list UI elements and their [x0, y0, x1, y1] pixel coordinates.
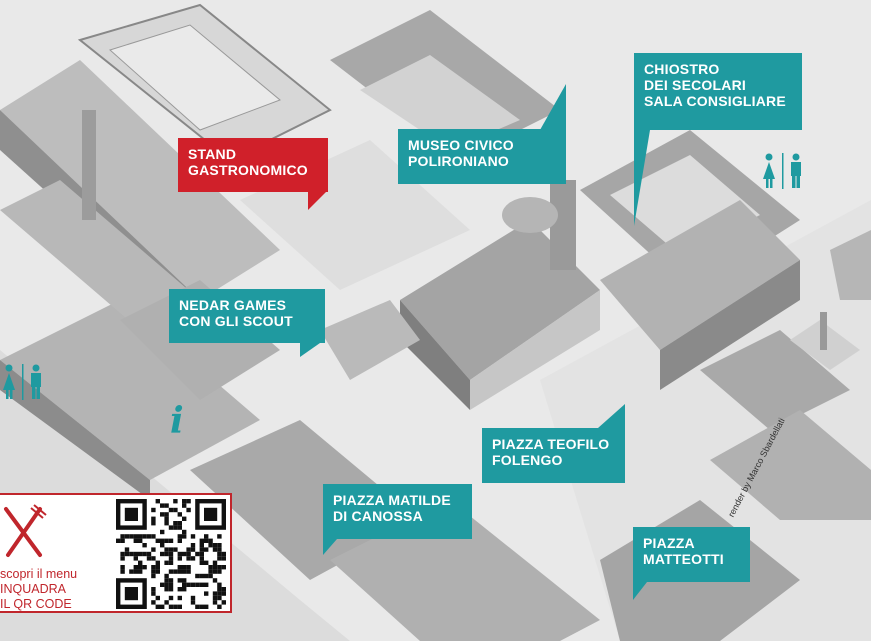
qr-code-icon[interactable]: [116, 499, 226, 609]
callout-line: CHIOSTRO: [644, 61, 720, 77]
callout-pointer: [308, 192, 326, 210]
callout-pointer: [540, 84, 566, 130]
callout-museo-civico[interactable]: MUSEO CIVICO POLIRONIANO: [398, 129, 566, 184]
callout-line: SALA CONSIGLIARE: [644, 93, 786, 109]
callout-piazza-teofilo[interactable]: PIAZZA TEOFILO FOLENGO: [482, 428, 625, 483]
callout-line: DEI SECOLARI: [644, 77, 746, 93]
qr-panel-line: INQUADRA: [0, 582, 66, 596]
restroom-icon[interactable]: [760, 153, 806, 189]
callout-line: POLIRONIANO: [408, 153, 509, 169]
callout-chiostro[interactable]: CHIOSTRO DEI SECOLARI SALA CONSIGLIARE: [634, 53, 802, 130]
callout-line: MATTEOTTI: [643, 551, 724, 567]
callout-line: MUSEO CIVICO: [408, 137, 514, 153]
qr-panel-line: IL QR CODE: [0, 597, 72, 611]
callout-stand-gastronomico[interactable]: STAND GASTRONOMICO: [178, 138, 328, 192]
callout-pointer: [323, 539, 337, 555]
qr-panel-line: scopri il menu: [0, 567, 78, 581]
callout-line: PIAZZA MATILDE: [333, 492, 451, 508]
info-icon[interactable]: i: [170, 400, 184, 442]
callout-pointer: [633, 582, 647, 600]
callout-line: GASTRONOMICO: [188, 162, 308, 178]
callout-line: PIAZZA: [643, 535, 695, 551]
callout-line: CON GLI SCOUT: [179, 313, 293, 329]
callout-pointer: [598, 404, 625, 428]
callout-line: PIAZZA TEOFILO: [492, 436, 610, 452]
callout-piazza-matilde[interactable]: PIAZZA MATILDE DI CANOSSA: [323, 484, 472, 539]
callout-line: FOLENGO: [492, 452, 563, 468]
callout-nedar-games[interactable]: NEDAR GAMES CON GLI SCOUT: [169, 289, 325, 343]
callout-piazza-matteotti[interactable]: PIAZZA MATTEOTTI: [633, 527, 750, 582]
qr-menu-panel: scopri il menu INQUADRA IL QR CODE: [0, 493, 232, 613]
callout-pointer: [300, 343, 320, 357]
callout-line: STAND: [188, 146, 237, 162]
qr-panel-text: scopri il menu INQUADRA IL QR CODE: [0, 567, 77, 612]
callout-line: NEDAR GAMES: [179, 297, 287, 313]
restroom-icon[interactable]: [0, 364, 46, 400]
fork-knife-icon: [4, 504, 47, 557]
callout-pointer: [634, 130, 650, 226]
callout-line: DI CANOSSA: [333, 508, 423, 524]
